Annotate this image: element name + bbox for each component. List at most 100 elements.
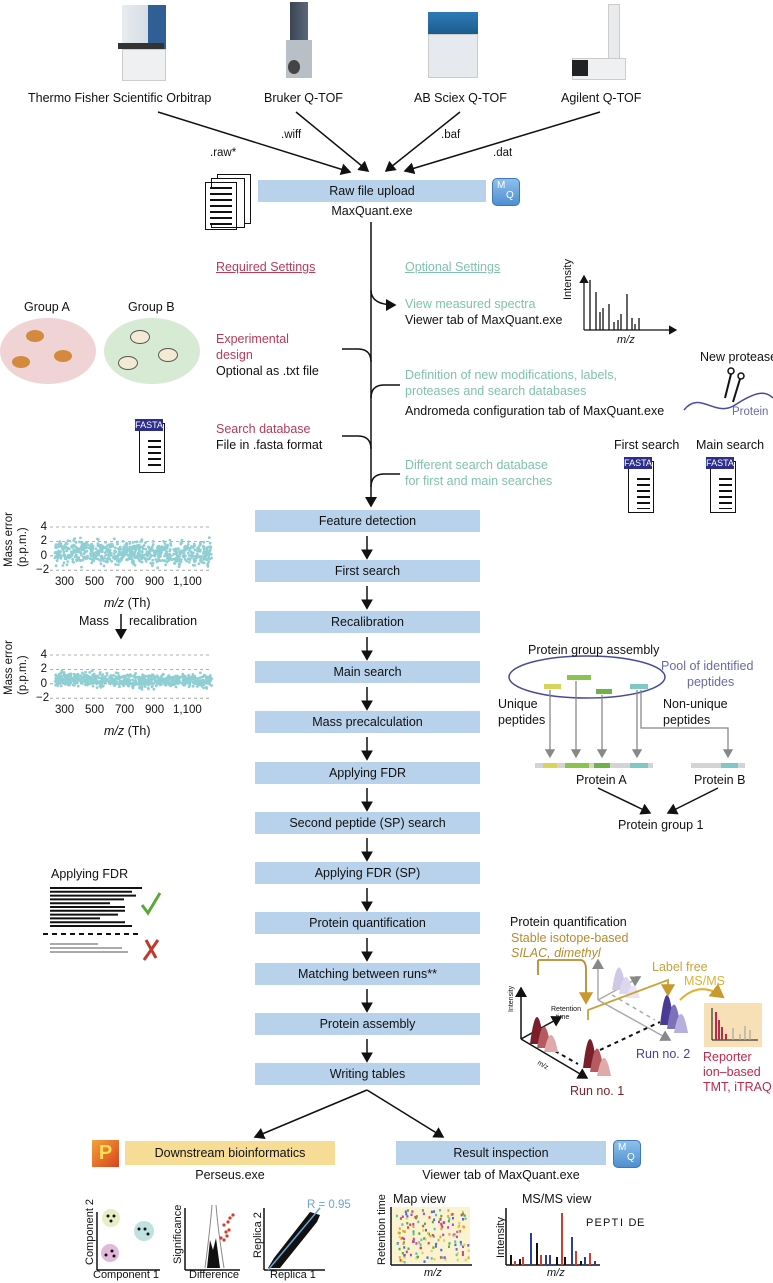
mass-error-point: [118, 549, 121, 553]
mass-error-point: [139, 540, 143, 544]
feature-dot: [455, 1248, 458, 1251]
feature-dot: [427, 1242, 430, 1245]
mass-error-point: [60, 676, 64, 680]
mass-error-point: [86, 679, 89, 683]
feature-dot: [401, 1251, 404, 1255]
msms-xlabel: m/z: [547, 1267, 565, 1279]
feature-dot: [422, 1229, 425, 1232]
mass-error-point: [151, 681, 155, 685]
required-settings-header: Required Settings: [216, 260, 316, 274]
mass-error-point: [192, 675, 196, 678]
mass-error-point: [99, 562, 103, 566]
mass-error-point: [131, 545, 135, 549]
pipeline-step[interactable]: Recalibration: [255, 611, 480, 633]
mass-error-point: [114, 555, 118, 559]
pipeline-step[interactable]: Mass precalculation: [255, 711, 480, 733]
mass-error-point: [134, 682, 138, 686]
arrow-to-downstream: [253, 1089, 368, 1140]
feature-dot: [422, 1224, 425, 1228]
feature-dot: [415, 1215, 418, 1218]
xtick-label: 700: [115, 704, 135, 716]
protein-a-label: Protein A: [576, 773, 627, 787]
feature-dot: [433, 1258, 436, 1261]
pipeline-step[interactable]: Applying FDR (SP): [255, 862, 480, 884]
pipeline-step[interactable]: Writing tables: [255, 1063, 480, 1085]
mass-error-point: [206, 678, 210, 682]
mass-error-point: [125, 678, 129, 682]
feature-dot: [456, 1252, 459, 1255]
mass-error-point: [128, 556, 132, 559]
mass-error-point: [142, 554, 145, 557]
feature-dot: [439, 1209, 441, 1212]
mass-error-point: [144, 547, 148, 551]
mass-error-point: [101, 677, 104, 680]
result-inspection-step[interactable]: Result inspection: [396, 1141, 606, 1165]
mass-error-point: [127, 684, 130, 688]
instrument-agilent-label: Agilent Q-TOF: [561, 91, 642, 105]
mass-error-point: [185, 559, 189, 563]
pipeline-step[interactable]: Matching between runs**: [255, 963, 480, 985]
mass-error-point: [130, 552, 134, 555]
feature-dot: [409, 1253, 412, 1257]
pipeline-step[interactable]: Second peptide (SP) search: [255, 812, 480, 834]
feature-dot: [435, 1242, 438, 1246]
mass-error-point: [192, 557, 196, 561]
feature-dot: [399, 1217, 402, 1220]
mass-error-point: [128, 680, 132, 684]
mass-error-point: [121, 680, 125, 684]
mass-error-point: [186, 551, 190, 555]
feature-dot: [428, 1216, 431, 1219]
branch-view-spectra: [370, 289, 397, 311]
mass-error-point: [187, 673, 191, 677]
pipeline-step[interactable]: Protein quantification: [255, 912, 480, 934]
feature-dot: [420, 1238, 423, 1242]
mass-error-point: [150, 673, 154, 677]
mass-error-point: [90, 561, 94, 565]
feature-dot: [439, 1217, 442, 1221]
feature-dot: [397, 1231, 400, 1235]
pipeline-step[interactable]: Main search: [255, 661, 480, 683]
feature-dot: [406, 1215, 409, 1218]
mass-error-point: [96, 538, 100, 541]
mass-error-point: [59, 556, 63, 560]
mass-error-point: [130, 548, 133, 552]
mass-error-point: [155, 680, 158, 684]
mass-error-point: [208, 674, 212, 677]
mass-error-point: [131, 541, 135, 544]
feature-dot: [448, 1242, 451, 1245]
ytick-label: −2: [36, 692, 50, 705]
ytick-label: 4: [40, 521, 47, 533]
feature-dot: [425, 1229, 427, 1232]
mass-error-point: [67, 554, 71, 557]
pipeline-step[interactable]: Protein assembly: [255, 1013, 480, 1035]
mass-error-point: [73, 683, 76, 687]
optional-settings-header: Optional Settings: [405, 260, 501, 274]
pipeline-step[interactable]: Applying FDR: [255, 762, 480, 784]
feature-dot: [399, 1259, 402, 1262]
mass-error-point: [188, 681, 192, 684]
mass-error-point: [176, 678, 179, 681]
mass-error-point: [137, 543, 141, 547]
feature-dot: [426, 1256, 429, 1259]
mass-error-point: [147, 545, 150, 549]
branch-definition: [370, 384, 400, 399]
mass-error-point: [205, 687, 209, 690]
mass-error-point: [188, 558, 192, 561]
feature-dot: [412, 1230, 415, 1233]
pipeline-step[interactable]: Feature detection: [255, 510, 480, 532]
mass-error-point: [135, 675, 139, 679]
mass-error-point: [63, 544, 67, 547]
raw-file-upload-step[interactable]: Raw file upload: [258, 180, 486, 202]
mass-error-point: [80, 676, 84, 679]
feature-dot: [453, 1234, 456, 1238]
mass-error-point: [177, 547, 180, 551]
mass-error-point: [81, 558, 85, 562]
significant-point: [226, 1220, 230, 1224]
significant-point: [222, 1223, 226, 1227]
pipeline-step[interactable]: First search: [255, 560, 480, 582]
downstream-bioinformatics-step[interactable]: Downstream bioinformatics: [125, 1141, 335, 1165]
mass-error-point: [147, 678, 151, 682]
mass-error-point: [177, 565, 181, 569]
mass-error-point: [119, 557, 123, 561]
